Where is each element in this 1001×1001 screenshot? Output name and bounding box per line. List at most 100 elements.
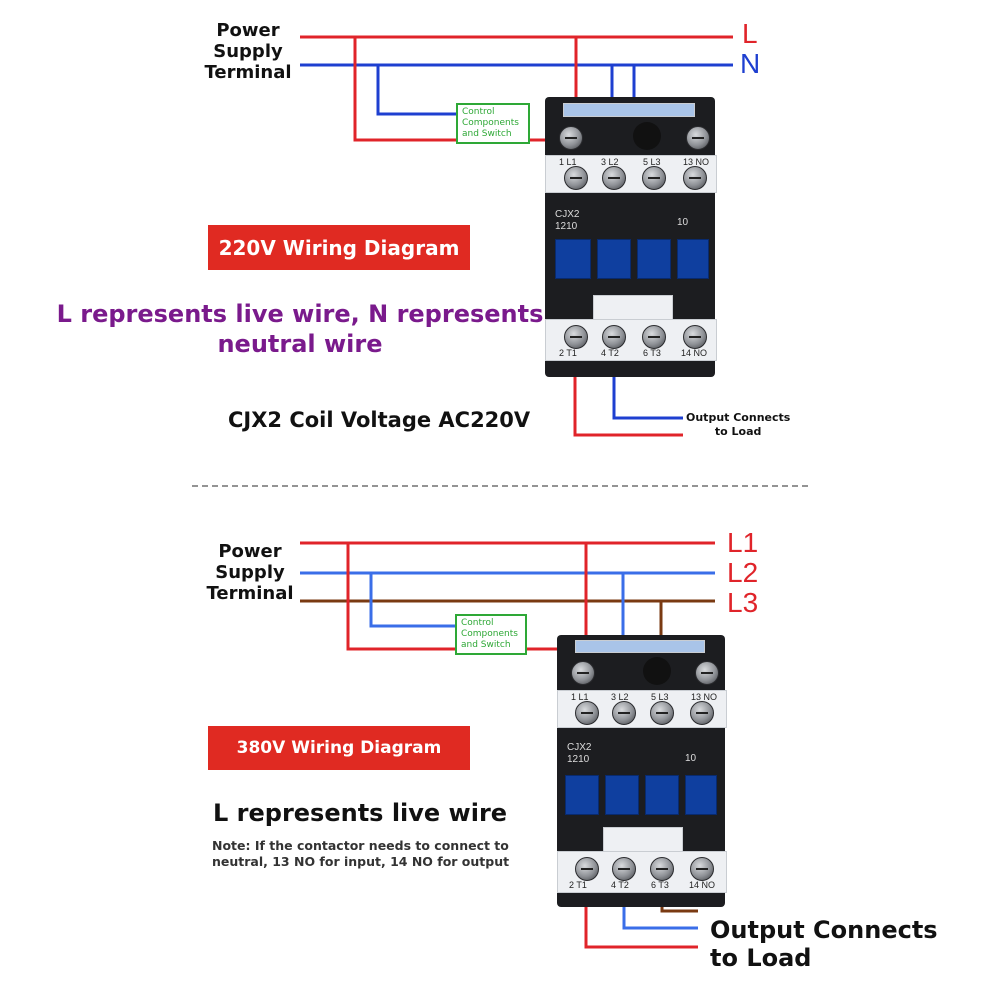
control-box-b-line-3: and Switch xyxy=(461,640,511,650)
terminal-14-label-b: 14 NO xyxy=(689,880,716,890)
aux-mark-b: 10 xyxy=(685,753,697,764)
coil-a1-screw-b xyxy=(571,661,595,685)
terminal-1-label-b: 1 L1 xyxy=(571,692,589,702)
coil-voltage-label: CJX2 Coil Voltage AC220V xyxy=(228,408,531,432)
coil-a1-screw xyxy=(559,126,583,150)
terminal-1-screw xyxy=(564,166,588,190)
l2-to-control-wire xyxy=(369,573,455,628)
description-220v: L represents live wire, N represents neu… xyxy=(40,299,560,359)
terminal-1-screw-b xyxy=(575,701,599,725)
power-supply-terminal-label: Power Supply Terminal xyxy=(202,20,294,83)
terminal-3-screw xyxy=(602,166,626,190)
pst-b-line-1: Power xyxy=(218,541,282,562)
control-box-line-3: and Switch xyxy=(462,129,512,139)
terminal-5-screw-b xyxy=(650,701,674,725)
terminal-2-label: 2 T1 xyxy=(559,348,577,358)
output-220v-line-1: Output Connects xyxy=(686,411,791,424)
control-components-box-b: Control Components and Switch xyxy=(455,614,527,655)
output-380v-line-1: Output Connects xyxy=(710,916,938,944)
model-label-b: CJX2 1210 xyxy=(567,742,591,766)
terminal-2-screw xyxy=(564,325,588,349)
line-label-l1: L1 xyxy=(727,527,759,558)
terminal-3-label: 3 L2 xyxy=(601,157,619,167)
blue-contact-slot-b3 xyxy=(645,775,679,815)
blue-contact-slot-b4 xyxy=(685,775,717,815)
output-load-label-380v: Output Connects to Load xyxy=(710,916,938,972)
terminal-13-label-b: 13 NO xyxy=(691,692,718,702)
output-220v-line-2: to Load xyxy=(714,425,762,438)
model-b-line-2: 1210 xyxy=(567,754,590,765)
pst-line-2: Supply xyxy=(213,41,283,62)
contactor-220v: 1 L1 3 L2 5 L3 13 NO CJX2 1210 10 2 T1 4… xyxy=(545,97,717,377)
terminal-14-screw-b xyxy=(690,857,714,881)
pst-line-3: Terminal xyxy=(204,62,292,83)
description-380v: L represents live wire xyxy=(213,799,508,827)
blue-contact-slot-3 xyxy=(637,239,671,279)
control-box-b-line-1: Control xyxy=(461,618,494,628)
pst-line-1: Power xyxy=(216,20,280,41)
terminal-14-screw xyxy=(683,325,707,349)
control-box-b-line-2: Components xyxy=(461,629,518,639)
description-220v-line-2: neutral wire xyxy=(217,330,383,358)
terminal-5-screw xyxy=(642,166,666,190)
coil-a2-screw xyxy=(686,126,710,150)
contactor-380v: 1 L1 3 L2 5 L3 13 NO CJX2 1210 10 2 T1 4… xyxy=(557,635,727,907)
coil-a2-screw-b xyxy=(695,661,719,685)
coil-window-b xyxy=(643,657,671,685)
terminal-6-screw xyxy=(642,325,666,349)
output-380v-line-2: to Load xyxy=(710,944,812,972)
note-line-2: neutral, 13 NO for input, 14 NO for outp… xyxy=(212,854,510,869)
aux-mark: 10 xyxy=(677,217,689,228)
model-line-1: CJX2 xyxy=(555,209,580,220)
terminal-2-screw-b xyxy=(575,857,599,881)
terminal-4-label: 4 T2 xyxy=(601,348,619,358)
terminal-3-screw-b xyxy=(612,701,636,725)
neutral-to-control-wire xyxy=(376,65,456,116)
terminal-6-screw-b xyxy=(650,857,674,881)
terminal-6-label: 6 T3 xyxy=(643,348,661,358)
terminal-13-label: 13 NO xyxy=(683,157,710,167)
line-label-n: N xyxy=(740,48,761,79)
terminal-5-label: 5 L3 xyxy=(643,157,661,167)
terminal-3-label-b: 3 L2 xyxy=(611,692,629,702)
control-box-line-2: Components xyxy=(462,118,519,128)
terminal-1-label: 1 L1 xyxy=(559,157,577,167)
terminal-4-screw-b xyxy=(612,857,636,881)
model-b-line-1: CJX2 xyxy=(567,742,592,753)
terminal-13-screw-b xyxy=(690,701,714,725)
blue-contact-slot-2 xyxy=(597,239,631,279)
power-supply-terminal-label-b: Power Supply Terminal xyxy=(204,541,296,604)
blue-contact-slot-b1 xyxy=(565,775,599,815)
terminal-6-label-b: 6 T3 xyxy=(651,880,669,890)
description-220v-line-1: L represents live wire, N represents xyxy=(56,300,544,328)
blue-contact-slot-b2 xyxy=(605,775,639,815)
terminal-13-screw xyxy=(683,166,707,190)
live-to-control-wire xyxy=(353,37,456,142)
line-label-l: L xyxy=(742,18,758,49)
line-label-l2: L2 xyxy=(727,557,759,588)
contactor-nameplate xyxy=(563,103,695,117)
line-label-l3: L3 xyxy=(727,587,759,618)
banner-380v: 380V Wiring Diagram xyxy=(208,726,470,770)
terminal-4-screw xyxy=(602,325,626,349)
contactor-b-nameplate xyxy=(575,640,705,653)
banner-220v: 220V Wiring Diagram xyxy=(208,225,470,270)
terminal-2-label-b: 2 T1 xyxy=(569,880,587,890)
neutral-note: Note: If the contactor needs to connect … xyxy=(212,838,509,870)
blue-contact-slot-1 xyxy=(555,239,591,279)
blue-contact-slot-4 xyxy=(677,239,709,279)
control-components-box: Control Components and Switch xyxy=(456,103,530,144)
model-line-2: 1210 xyxy=(555,221,578,232)
terminal-5-label-b: 5 L3 xyxy=(651,692,669,702)
model-label: CJX2 1210 xyxy=(555,209,579,233)
pst-b-line-3: Terminal xyxy=(206,583,294,604)
l1-to-control-wire xyxy=(346,543,455,651)
control-box-line-1: Control xyxy=(462,107,495,117)
note-line-1: Note: If the contactor needs to connect … xyxy=(212,838,509,853)
pst-b-line-2: Supply xyxy=(215,562,285,583)
output-load-label-220v: Output Connects to Load xyxy=(686,411,790,439)
coil-window xyxy=(633,122,661,150)
terminal-14-label: 14 NO xyxy=(681,348,708,358)
terminal-4-label-b: 4 T2 xyxy=(611,880,629,890)
